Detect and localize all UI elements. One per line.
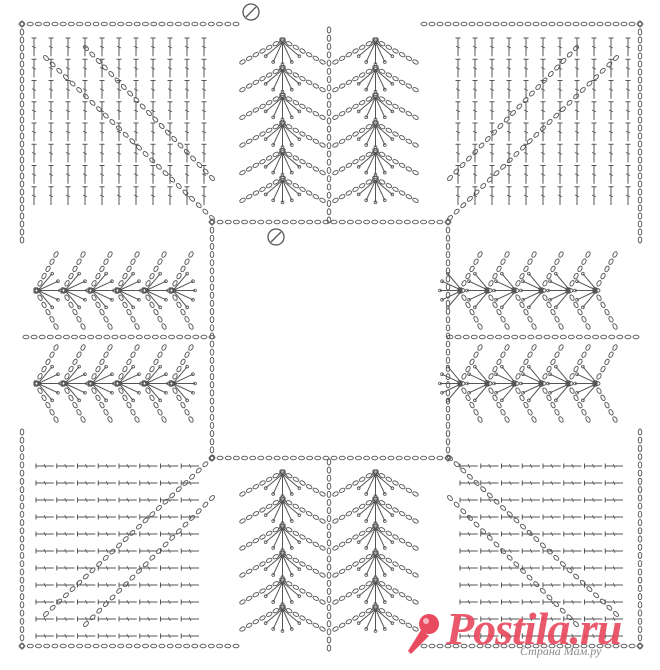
corner-block-top-left (31, 37, 215, 221)
corner-block-bottom-right (447, 455, 623, 639)
side-panel-right (438, 251, 640, 423)
side-panel-left (22, 251, 216, 423)
watermark-title: Postila.ru (446, 603, 622, 654)
watermark-subtitle: Страна Мам.ру (520, 644, 602, 658)
pushpin-icon (408, 614, 439, 654)
square-outline (18, 20, 644, 650)
start-marker-top (242, 3, 260, 21)
side-panel-bottom (239, 458, 419, 652)
start-marker-inner (267, 228, 285, 246)
corner-block-top-right (447, 37, 631, 221)
corner-block-bottom-left (35, 455, 215, 639)
side-panel-top (239, 26, 419, 224)
